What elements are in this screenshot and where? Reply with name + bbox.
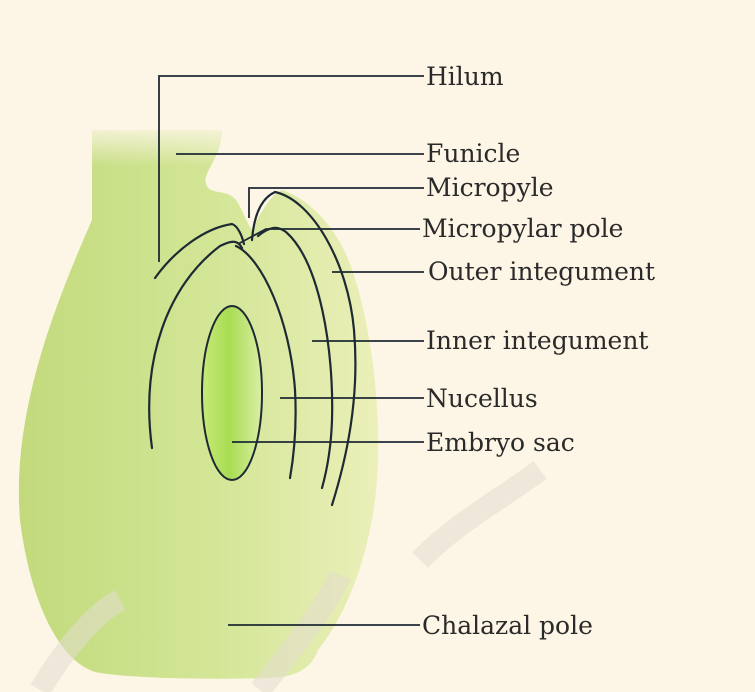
watermark (30, 461, 547, 692)
hilum-label: Hilum (426, 62, 504, 91)
ovule-body (18, 130, 379, 679)
micropylar-pole-label: Micropylar pole (422, 214, 624, 243)
leader-lines (158, 75, 424, 626)
nucellus-label: Nucellus (426, 384, 538, 413)
hilum-leader (158, 75, 424, 262)
outer-integument-right-line (250, 190, 357, 507)
funicle-label: Funicle (426, 139, 521, 168)
inner-integument-label: Inner integument (426, 326, 649, 355)
embryo-sac-label: Embryo sac (426, 428, 575, 457)
micropyle-leader (248, 187, 424, 218)
nucellus-line (234, 244, 297, 480)
outer-integument-left-line (153, 222, 246, 280)
inner-integument-left-line (148, 240, 244, 450)
embryo-sac-shape (201, 305, 263, 481)
chalazal-pole-label: Chalazal pole (422, 611, 593, 640)
outer-integument-label: Outer integument (428, 257, 656, 286)
micropylar-pole-leader (237, 228, 420, 245)
micropyle-label: Micropyle (426, 173, 554, 202)
